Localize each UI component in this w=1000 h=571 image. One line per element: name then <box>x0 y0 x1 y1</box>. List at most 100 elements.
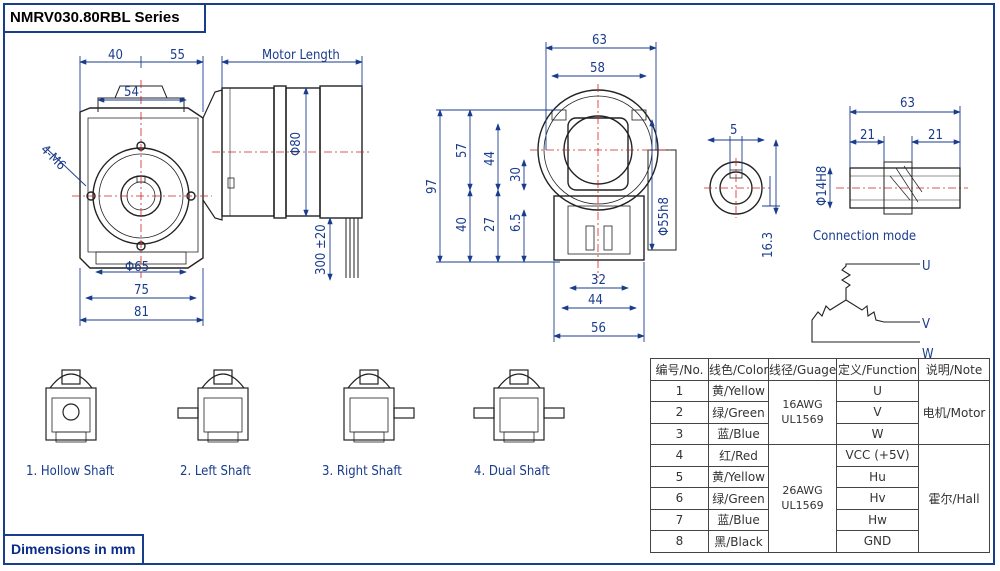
side-dimensions <box>436 42 657 342</box>
variant-label-1: 1. Hollow Shaft <box>26 464 115 479</box>
dim-54: 54 <box>124 85 139 100</box>
cell-color: 绿/Green <box>708 401 769 424</box>
cell-gauge-motor: 16AWG UL1569 <box>768 379 837 445</box>
keyway-labels: 5 16.3 <box>730 123 776 258</box>
cell-color: 绿/Green <box>708 487 769 510</box>
dim-81: 81 <box>134 305 149 320</box>
side-dim-labels: 63 58 97 57 44 30 40 27 6.5 Φ55h8 32 44 … <box>425 33 672 336</box>
header-color: 线色/Color <box>708 358 769 381</box>
connection-mode-label: Connection mode <box>813 229 916 244</box>
table-header-row: 编号/No. 线色/Color 线径/Guage 定义/Function 说明/… <box>650 358 990 381</box>
cell-color: 蓝/Blue <box>708 508 769 531</box>
table-row: 1 黄/Yellow 16AWG UL1569 U 电机/Motor <box>650 379 990 445</box>
cell-function: U <box>836 379 919 402</box>
dim-55: 55 <box>170 48 185 63</box>
variant-right <box>343 369 415 443</box>
cell-no: 1 <box>650 379 709 402</box>
phase-labels: U V W <box>922 259 934 362</box>
header-gauge: 线径/Guage <box>768 358 837 381</box>
header-function: 定义/Function <box>836 358 919 381</box>
cell-color: 黄/Yellow <box>708 465 769 488</box>
dim-44: 44 <box>483 151 498 166</box>
dim-57: 57 <box>455 143 470 158</box>
units-note: Dimensions in mm <box>3 534 144 565</box>
dim-300: 300 ±20 <box>314 224 329 275</box>
front-centerlines <box>72 80 372 278</box>
dim-motor-length: Motor Length <box>262 48 340 63</box>
cell-no: 4 <box>650 444 709 467</box>
dim-21-right: 21 <box>928 128 943 143</box>
wiring-table: 编号/No. 线色/Color 线径/Guage 定义/Function 说明/… <box>650 358 990 553</box>
cell-no: 6 <box>650 487 709 510</box>
dim-27: 27 <box>483 217 498 232</box>
dim-phi65: Φ65 <box>125 260 149 275</box>
dim-5: 5 <box>730 123 737 138</box>
front-dim-labels: 40 55 Motor Length 54 4-M6 Φ80 300 ±20 Φ… <box>37 48 340 320</box>
dim-97: 97 <box>425 179 440 194</box>
dim-40v: 40 <box>455 217 470 232</box>
cell-gauge-hall: 26AWG UL1569 <box>768 444 837 553</box>
variant-dual <box>473 369 565 443</box>
connection-labels: Φ14H8 63 21 21 Connection mode <box>813 96 943 244</box>
dim-58: 58 <box>590 61 605 76</box>
cell-color: 蓝/Blue <box>708 422 769 445</box>
cell-function: VCC (+5V) <box>836 444 919 467</box>
variant-label-4: 4. Dual Shaft <box>474 464 550 479</box>
dim-21-left: 21 <box>860 128 875 143</box>
cell-function: Hw <box>836 508 919 531</box>
front-dimensions <box>45 56 363 326</box>
cell-function: Hv <box>836 487 919 510</box>
cell-function: V <box>836 401 919 424</box>
dim-63-shaft: 63 <box>900 96 915 111</box>
side-view <box>537 89 677 261</box>
dim-30: 30 <box>509 167 524 182</box>
keyway-dimensions <box>707 136 780 215</box>
cell-no: 5 <box>650 465 709 488</box>
phase-u: U <box>922 259 931 274</box>
dim-44h: 44 <box>588 293 603 308</box>
variant-label-2: 2. Left Shaft <box>180 464 251 479</box>
cell-no: 3 <box>650 422 709 445</box>
connection-view <box>849 161 961 215</box>
variant-hollow <box>45 369 97 443</box>
cell-function: W <box>836 422 919 445</box>
phase-v: V <box>922 317 930 332</box>
table-row: 2 绿/Green V <box>650 401 990 424</box>
cell-function: GND <box>836 530 919 553</box>
side-centerlines <box>530 84 670 278</box>
dim-4-m6: 4-M6 <box>37 142 68 173</box>
cell-no: 2 <box>650 401 709 424</box>
cell-color: 黑/Black <box>708 530 769 553</box>
cell-note-motor: 电机/Motor <box>918 379 990 445</box>
header-note: 说明/Note <box>918 358 990 381</box>
cell-color: 红/Red <box>708 444 769 467</box>
variant-left <box>177 369 249 443</box>
cell-color: 黄/Yellow <box>708 379 769 402</box>
cell-function: Hu <box>836 465 919 488</box>
keyway-centerlines <box>704 158 968 218</box>
dim-phi14h8: Φ14H8 <box>815 166 830 206</box>
winding-diagram <box>811 263 920 343</box>
dim-56: 56 <box>591 321 606 336</box>
dim-phi80: Φ80 <box>289 132 304 156</box>
drawing-title: NMRV030.80RBL Series <box>3 3 206 33</box>
header-no: 编号/No. <box>650 358 709 381</box>
cell-note-hall: 霍尔/Hall <box>918 444 990 553</box>
dim-phi55h8: Φ55h8 <box>657 197 672 236</box>
drawing-frame <box>3 3 995 565</box>
variant-label-3: 3. Right Shaft <box>322 464 402 479</box>
dim-6-5: 6.5 <box>509 213 524 232</box>
dim-63: 63 <box>592 33 607 48</box>
table-row: 4 红/Red 26AWG UL1569 VCC (+5V) 霍尔/Hall <box>650 444 990 553</box>
connection-dimensions <box>827 106 961 209</box>
dim-16-3: 16.3 <box>761 232 776 258</box>
cell-no: 8 <box>650 530 709 553</box>
dim-40: 40 <box>108 48 123 63</box>
variant-labels: 1. Hollow Shaft 2. Left Shaft 3. Right S… <box>26 464 550 479</box>
dim-75: 75 <box>134 283 149 298</box>
table-row: 8 黑/Black GND <box>650 530 990 553</box>
cell-no: 7 <box>650 508 709 531</box>
dim-32: 32 <box>591 273 606 288</box>
table-row: 3 蓝/Blue W <box>650 422 990 445</box>
